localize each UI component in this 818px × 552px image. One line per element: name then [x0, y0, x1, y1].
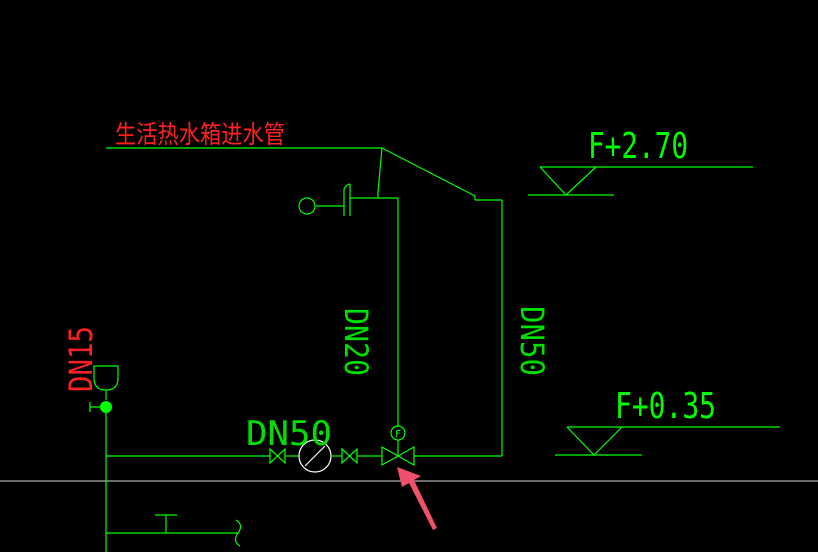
level-upper-label: F+2.70 — [588, 126, 688, 167]
pipe-title: 生活热水箱进水管 — [115, 120, 285, 149]
level-lower-label: F+0.35 — [615, 386, 716, 427]
dn15-label: DN15 — [62, 326, 100, 392]
level-marker-upper — [528, 166, 753, 196]
tap-node-icon — [100, 401, 112, 413]
gate-valve-left-icon — [269, 447, 286, 465]
pointer-arrow-icon — [397, 467, 437, 530]
flow-symbol-label: F — [395, 429, 401, 440]
dn50-horizontal-label: DN50 — [246, 414, 332, 454]
dn50-vertical-label: DN50 — [513, 306, 551, 376]
pipe-network — [89, 147, 503, 552]
water-meter-icon — [285, 439, 342, 473]
dn20-label: DN20 — [337, 308, 375, 376]
flow-valve-icon[interactable] — [381, 425, 415, 467]
float-ball-icon — [298, 197, 316, 215]
gate-valve-right-icon — [341, 447, 358, 465]
level-marker-lower — [555, 426, 780, 456]
